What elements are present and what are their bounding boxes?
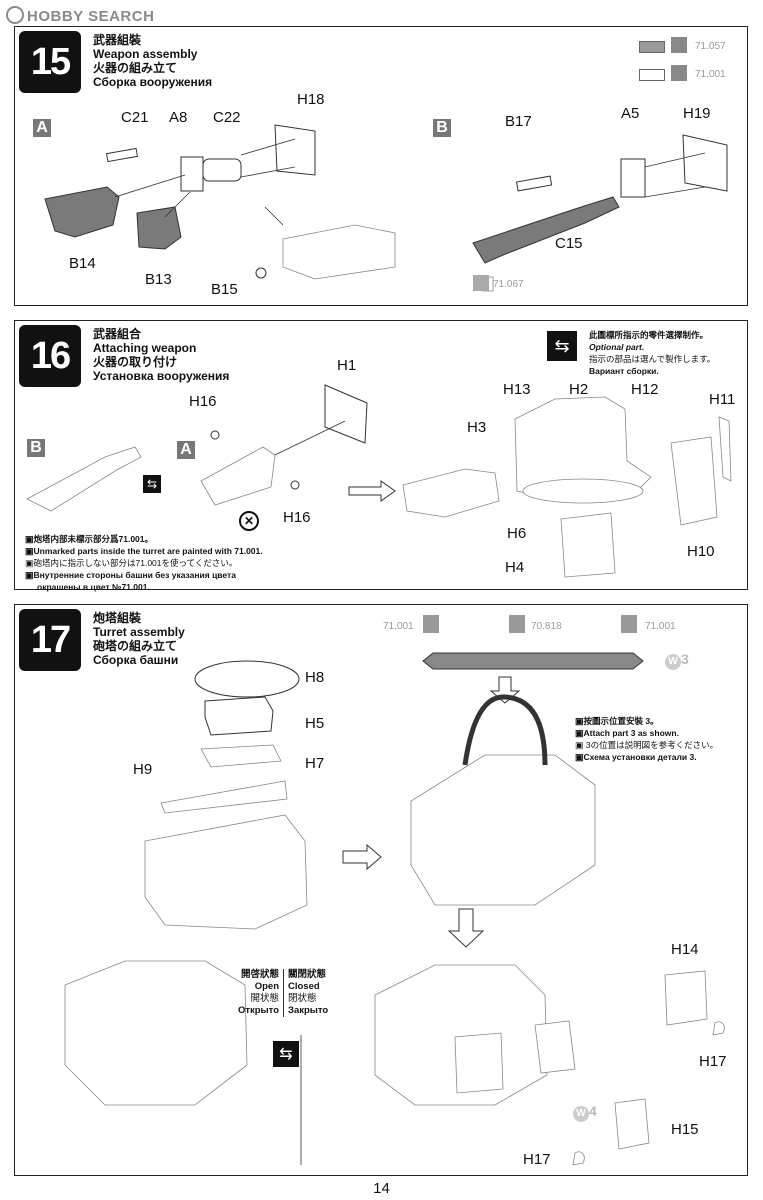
paint-code: 71.001	[695, 69, 726, 80]
step-15-drawing	[44, 124, 728, 292]
paint-code: 70.818	[531, 621, 562, 632]
part-label: H13	[503, 381, 531, 398]
site-logo: HOBBY SEARCH	[6, 6, 154, 25]
brush-icon	[621, 615, 637, 633]
part-label: H17	[699, 1053, 727, 1070]
brush-icon	[671, 37, 687, 53]
brush-icon	[509, 615, 525, 633]
part-label: C21	[121, 109, 149, 126]
part-label: H9	[133, 761, 153, 778]
paint-code: 71.057	[695, 41, 726, 52]
step-17-drawing	[64, 652, 725, 1166]
part-label: H15	[671, 1121, 699, 1138]
paint-note: 炮塔内部未標示部分爲71.001。 Unmarked parts inside …	[25, 533, 263, 593]
brush-icon	[473, 275, 489, 291]
part-label: H18	[297, 91, 325, 108]
logo-mark-icon	[6, 6, 24, 24]
optional-part-icon: ⇆	[547, 331, 577, 361]
part-label: B15	[211, 281, 238, 298]
variant-label-b: B	[27, 439, 45, 457]
part-label: H3	[467, 419, 487, 436]
part-label: H14	[671, 941, 699, 958]
step-15-panel: 15 武器組裝 Weapon assembly 火器の組み立て Сборка в…	[14, 26, 748, 306]
swap-icon: ⇆	[273, 1041, 299, 1067]
paint-swatch-dark	[639, 41, 665, 53]
paint-swatch-light	[639, 69, 665, 81]
step-17-panel: 17 炮塔組裝 Turret assembly 砲塔の組み立て Сборка б…	[14, 604, 748, 1176]
part-label: B14	[69, 255, 96, 272]
part-label: C22	[213, 109, 241, 126]
step-16-titles: 武器組合 Attaching weapon 火器の取り付け Установка …	[93, 327, 230, 383]
w3-note: 按圖示位置安裝 3。 Attach part 3 as shown. 3の位置は…	[575, 715, 719, 763]
part-label: H17	[523, 1151, 551, 1168]
part-label: C15	[555, 235, 583, 252]
step-15-titles: 武器組裝 Weapon assembly 火器の組み立て Сборка воор…	[93, 33, 213, 89]
step-16-panel: 16 武器組合 Attaching weapon 火器の取り付け Установ…	[14, 320, 748, 593]
part-label: A5	[621, 105, 640, 122]
variant-label-b: B	[433, 119, 451, 137]
part-label: H4	[505, 559, 525, 576]
w-circle-icon: W	[573, 1106, 589, 1122]
part-label: B13	[145, 271, 172, 288]
paint-code: 71.001	[383, 621, 414, 632]
part-label: H11	[709, 391, 736, 408]
part-label: H1	[337, 357, 357, 374]
part-label: H6	[507, 525, 527, 542]
page-number: 14	[373, 1180, 390, 1197]
step-number-16: 16	[19, 325, 81, 387]
part-label: H8	[305, 669, 325, 686]
part-label: A8	[169, 109, 188, 126]
brush-icon	[671, 65, 687, 81]
variant-label-a: A	[177, 441, 195, 459]
part-label: H5	[305, 715, 325, 732]
step-number-17: 17	[19, 609, 81, 671]
part-label: B17	[505, 113, 532, 130]
no-glue-icon: ✕	[239, 511, 259, 531]
swap-icon: ⇆	[143, 475, 161, 493]
variant-label-a: A	[33, 119, 51, 137]
part-label: H19	[683, 105, 711, 122]
paint-code: 71.067	[493, 279, 524, 290]
part-label: H16	[189, 393, 217, 410]
step-16-drawing	[26, 384, 732, 578]
brush-icon	[423, 615, 439, 633]
paint-code: 71.001	[645, 621, 676, 632]
part-label: H12	[631, 381, 659, 398]
w-circle-icon: W	[665, 654, 681, 670]
part-label: H16	[283, 509, 311, 526]
part-label: H7	[305, 755, 325, 772]
step-17-titles: 炮塔組裝 Turret assembly 砲塔の組み立て Сборка башн…	[93, 611, 185, 667]
open-closed-labels: 開啓狀態 Open 開状態 Открыто 關閉狀態 Closed 閉状態 За…	[211, 969, 361, 1017]
step-number-15: 15	[19, 31, 81, 93]
part-label: H10	[687, 543, 715, 560]
part-label: H2	[569, 381, 589, 398]
optional-note: 此圖標所指示的零件選擇制作。 Optional part. 指示の部品は選んで製…	[589, 330, 716, 376]
